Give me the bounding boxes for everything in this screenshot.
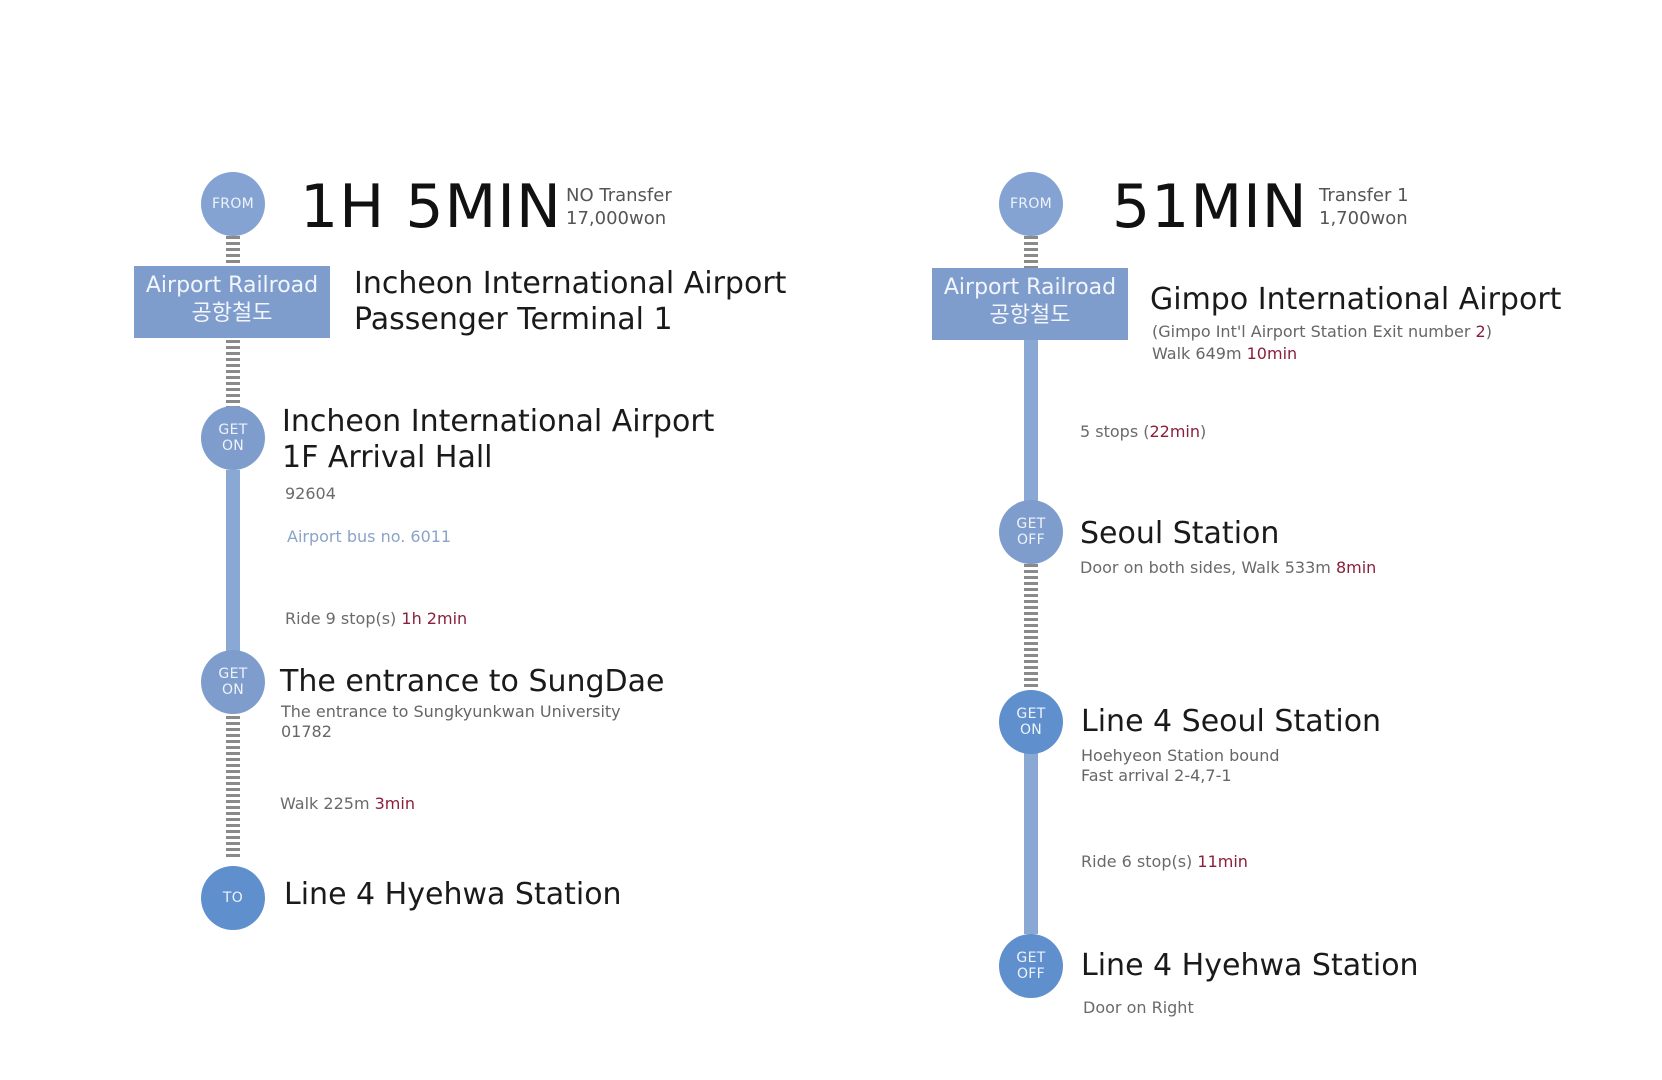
fare: 1,700won bbox=[1319, 208, 1408, 229]
get-off-node: GET OFF bbox=[999, 500, 1063, 564]
get-on-node: GET ON bbox=[201, 406, 265, 470]
node-label-bottom: ON bbox=[1019, 722, 1043, 738]
bus-number: Airport bus no. 6011 bbox=[287, 527, 452, 546]
node-label-bottom: OFF bbox=[1016, 532, 1046, 548]
walk-line bbox=[1024, 236, 1038, 270]
bus-line bbox=[226, 470, 240, 654]
exit-close: ) bbox=[1485, 322, 1492, 341]
walk-time: 3min bbox=[374, 794, 415, 813]
stop1-code: 92604 bbox=[285, 484, 336, 503]
walk-info: Walk 225m 3min bbox=[280, 794, 415, 814]
ride-time: 1h 2min bbox=[401, 609, 468, 628]
total-time: 51MIN bbox=[1112, 172, 1308, 242]
total-time: 1H 5MIN bbox=[300, 172, 562, 242]
node-label-top: GET bbox=[1016, 950, 1046, 966]
stop2-bound: Hoehyeon Station bound bbox=[1081, 746, 1280, 765]
stop2-fast-arrival: Fast arrival 2-4,7-1 bbox=[1081, 766, 1232, 785]
stop2-code: 01782 bbox=[281, 722, 332, 741]
rail-name-en: Airport Railroad bbox=[943, 275, 1117, 300]
stop1-sub: Door on both sides, Walk 533m bbox=[1080, 558, 1331, 577]
exit-text: (Gimpo Int'l Airport Station Exit number bbox=[1152, 322, 1476, 341]
origin-walk: Walk 649m 10min bbox=[1152, 344, 1297, 364]
node-label-bottom: ON bbox=[221, 438, 245, 454]
get-on-node: GET ON bbox=[999, 690, 1063, 754]
rail-line bbox=[1024, 340, 1038, 502]
stop2-subtitle: The entrance to Sungkyunkwan University … bbox=[281, 702, 621, 742]
walk-distance: Walk 649m bbox=[1152, 344, 1242, 363]
stop1-title-line-1: Incheon International Airport bbox=[282, 404, 715, 439]
from-label: FROM bbox=[211, 196, 255, 212]
ride-stops: Ride 9 stop(s) bbox=[285, 609, 397, 628]
transfer-count: NO Transfer bbox=[566, 185, 672, 206]
stop2-subtitle: Hoehyeon Station bound Fast arrival 2-4,… bbox=[1081, 746, 1279, 786]
from-node: FROM bbox=[999, 172, 1063, 236]
from-label: FROM bbox=[1009, 196, 1053, 212]
node-label-bottom: ON bbox=[221, 682, 245, 698]
destination-title: Line 4 Hyehwa Station bbox=[284, 877, 622, 912]
walk-distance: Walk 225m bbox=[280, 794, 370, 813]
transfer-count: Transfer 1 bbox=[1319, 185, 1409, 206]
get-off-node: GET OFF bbox=[999, 934, 1063, 998]
stop2-sub: The entrance to Sungkyunkwan University bbox=[281, 702, 621, 721]
rail-name-ko: 공항철도 bbox=[191, 301, 273, 326]
origin-title: Gimpo International Airport bbox=[1150, 282, 1562, 317]
destination-title: Line 4 Hyehwa Station bbox=[1081, 948, 1419, 983]
transfer-info: NO Transfer 17,000won bbox=[566, 184, 672, 230]
stop1-title-line-2: 1F Arrival Hall bbox=[282, 440, 493, 475]
ride-time: 11min bbox=[1197, 852, 1248, 871]
destination-subtitle: Door on Right bbox=[1083, 998, 1194, 1017]
from-node: FROM bbox=[201, 172, 265, 236]
rail-name-en: Airport Railroad bbox=[145, 273, 319, 298]
stop1-subtitle: Door on both sides, Walk 533m 8min bbox=[1080, 558, 1376, 578]
walk-time: 10min bbox=[1246, 344, 1298, 363]
stop1-title: Incheon International Airport 1F Arrival… bbox=[282, 404, 714, 476]
ride-stops: Ride 6 stop(s) bbox=[1081, 852, 1193, 871]
to-node: TO bbox=[201, 866, 265, 930]
airport-railroad-badge: Airport Railroad 공항철도 bbox=[134, 266, 330, 338]
walk-line bbox=[226, 236, 240, 270]
ride-info: Ride 9 stop(s) 1h 2min bbox=[285, 609, 467, 629]
walk-line bbox=[226, 340, 240, 408]
stop1-title: Seoul Station bbox=[1080, 516, 1280, 551]
rail-name-ko: 공항철도 bbox=[989, 303, 1071, 328]
node-label-top: GET bbox=[1016, 516, 1046, 532]
stops-count: 5 stops ( bbox=[1080, 422, 1150, 441]
ride-info: Ride 6 stop(s) 11min bbox=[1081, 852, 1248, 872]
node-label-top: GET bbox=[218, 422, 248, 438]
airport-railroad-badge: Airport Railroad 공항철도 bbox=[932, 268, 1128, 340]
node-label-top: GET bbox=[1016, 706, 1046, 722]
stops-info: 5 stops (22min) bbox=[1080, 422, 1206, 442]
stop2-title: Line 4 Seoul Station bbox=[1081, 704, 1382, 739]
exit-number: 2 bbox=[1475, 322, 1486, 341]
node-label-top: GET bbox=[218, 666, 248, 682]
walk-line bbox=[1024, 564, 1038, 688]
stops-time: 22min bbox=[1149, 422, 1201, 441]
node-label-bottom: OFF bbox=[1016, 966, 1046, 982]
get-on-node: GET ON bbox=[201, 650, 265, 714]
origin-title: Incheon International Airport Passenger … bbox=[354, 266, 786, 338]
origin-line-2: Passenger Terminal 1 bbox=[354, 302, 673, 337]
walk-line bbox=[226, 716, 240, 860]
transfer-info: Transfer 1 1,700won bbox=[1319, 184, 1409, 230]
stops-close: ) bbox=[1200, 422, 1207, 441]
stop1-time: 8min bbox=[1335, 558, 1377, 577]
stop2-title: The entrance to SungDae bbox=[280, 664, 665, 699]
origin-line-1: Incheon International Airport bbox=[354, 266, 787, 301]
origin-exit: (Gimpo Int'l Airport Station Exit number… bbox=[1152, 322, 1492, 342]
fare: 17,000won bbox=[566, 208, 667, 229]
subway-line bbox=[1024, 750, 1038, 934]
to-label: TO bbox=[222, 890, 244, 906]
